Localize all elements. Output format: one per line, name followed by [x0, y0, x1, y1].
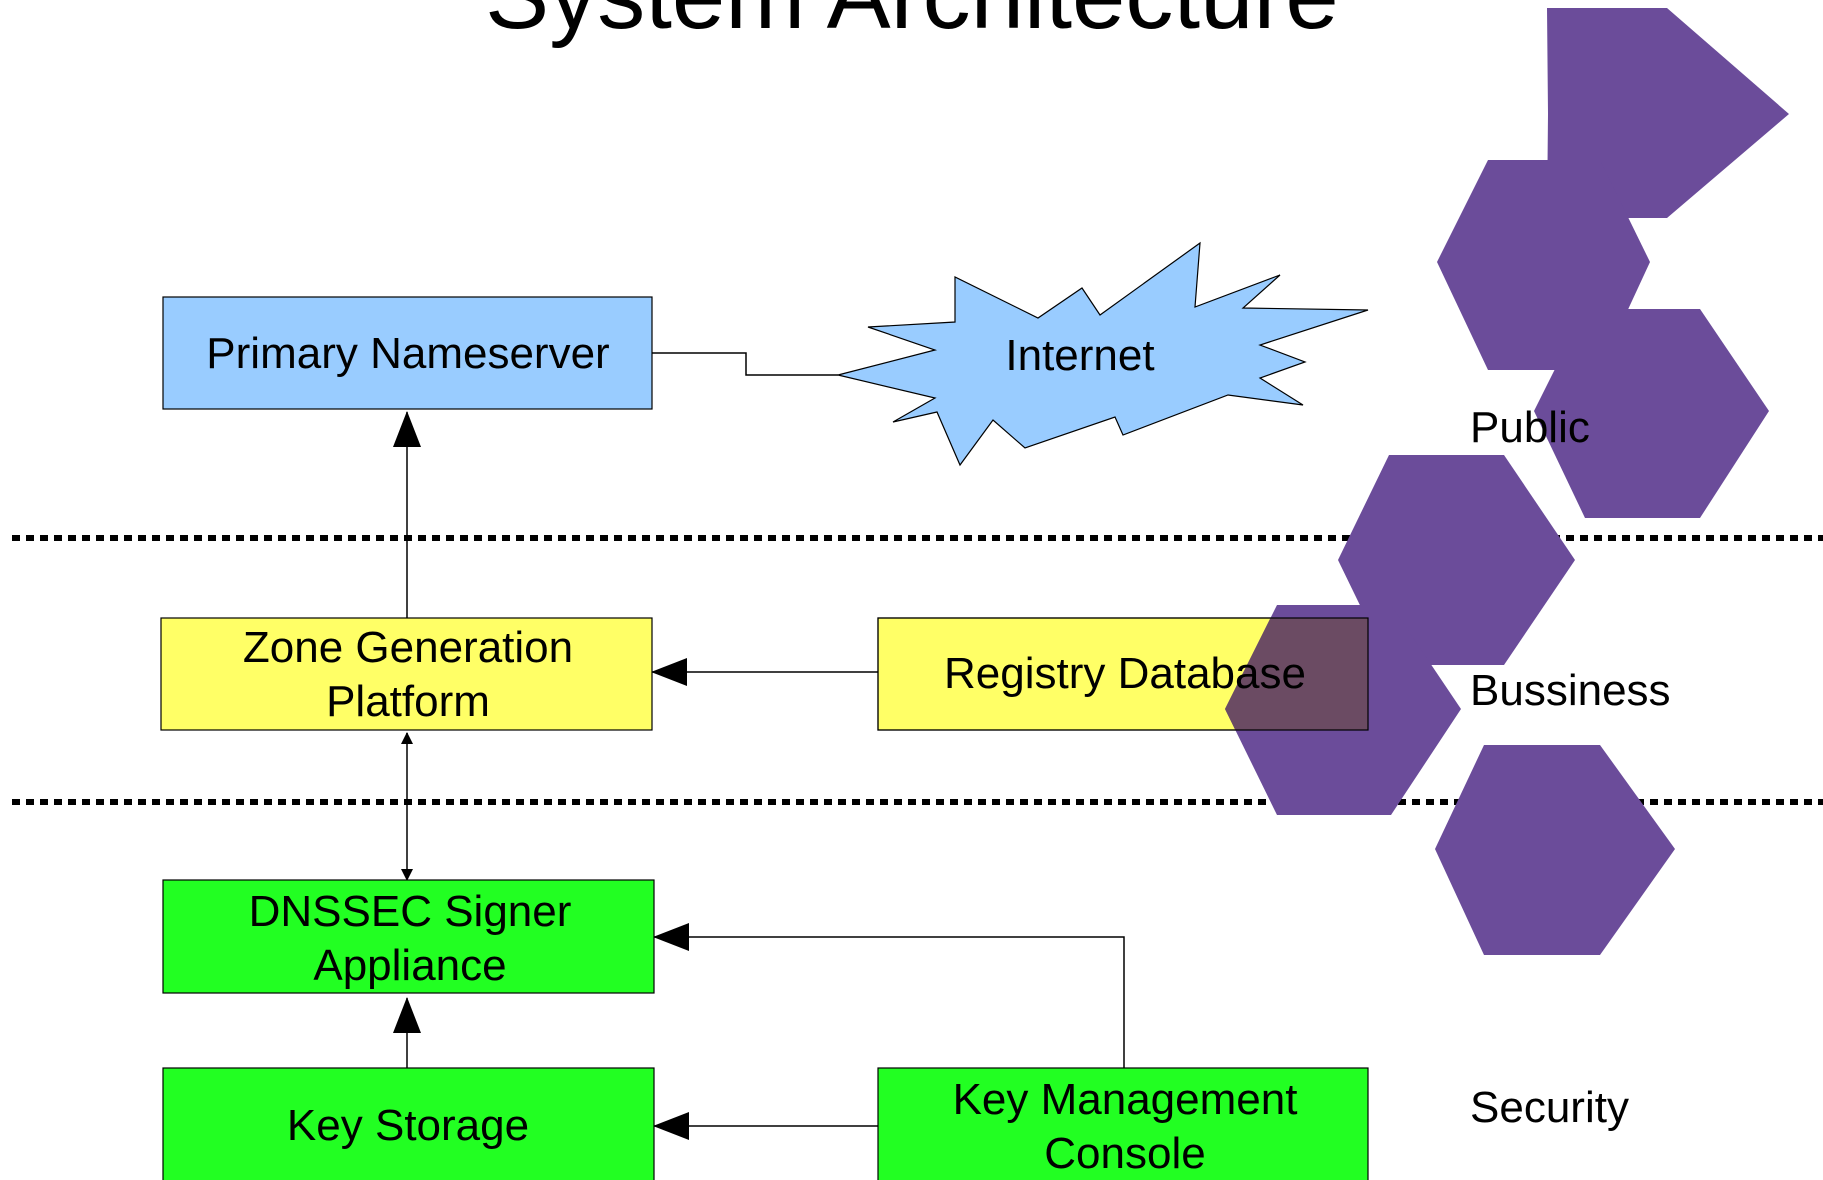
registry-database-outline: [877, 617, 1369, 731]
key-management-label-line1: Key Management: [953, 1075, 1298, 1124]
zone-generation-box[interactable]: [160, 617, 653, 731]
zone-generation-label-line1: Zone Generation: [243, 623, 573, 672]
key-management-box[interactable]: [877, 1067, 1369, 1180]
zone-label-business: Bussiness: [1470, 666, 1671, 715]
key-storage-label: Key Storage: [287, 1101, 529, 1150]
key-management-label-line2: Console: [1044, 1129, 1205, 1178]
hexagon-top-right: [1547, 8, 1789, 218]
key-storage-box[interactable]: [162, 1067, 655, 1180]
zone-generation-label-line2: Platform: [326, 677, 490, 726]
registry-database-label: Registry Database: [944, 649, 1306, 698]
dnssec-signer-label-line1: DNSSEC Signer: [249, 887, 572, 936]
hexagon-business-top: [1338, 455, 1575, 665]
dnssec-signer-label-line2: Appliance: [313, 941, 506, 990]
internet-shape[interactable]: [837, 241, 1369, 467]
primary-nameserver-label: Primary Nameserver: [206, 329, 609, 378]
hexagon-security: [1435, 745, 1675, 955]
connector-nameserver-internet: [652, 352, 838, 376]
page-title: System Architecture: [485, 0, 1339, 49]
connector-kmc-to-signer: [653, 923, 1125, 1068]
primary-nameserver-box[interactable]: [162, 296, 653, 410]
internet-label: Internet: [1005, 331, 1154, 380]
hexagon-decoration-group: [1225, 8, 1789, 955]
hexagon-middle-right: [1534, 309, 1769, 518]
zone-label-public: Public: [1470, 403, 1590, 452]
dnssec-signer-box[interactable]: [162, 879, 655, 994]
zone-label-security: Security: [1470, 1083, 1629, 1132]
